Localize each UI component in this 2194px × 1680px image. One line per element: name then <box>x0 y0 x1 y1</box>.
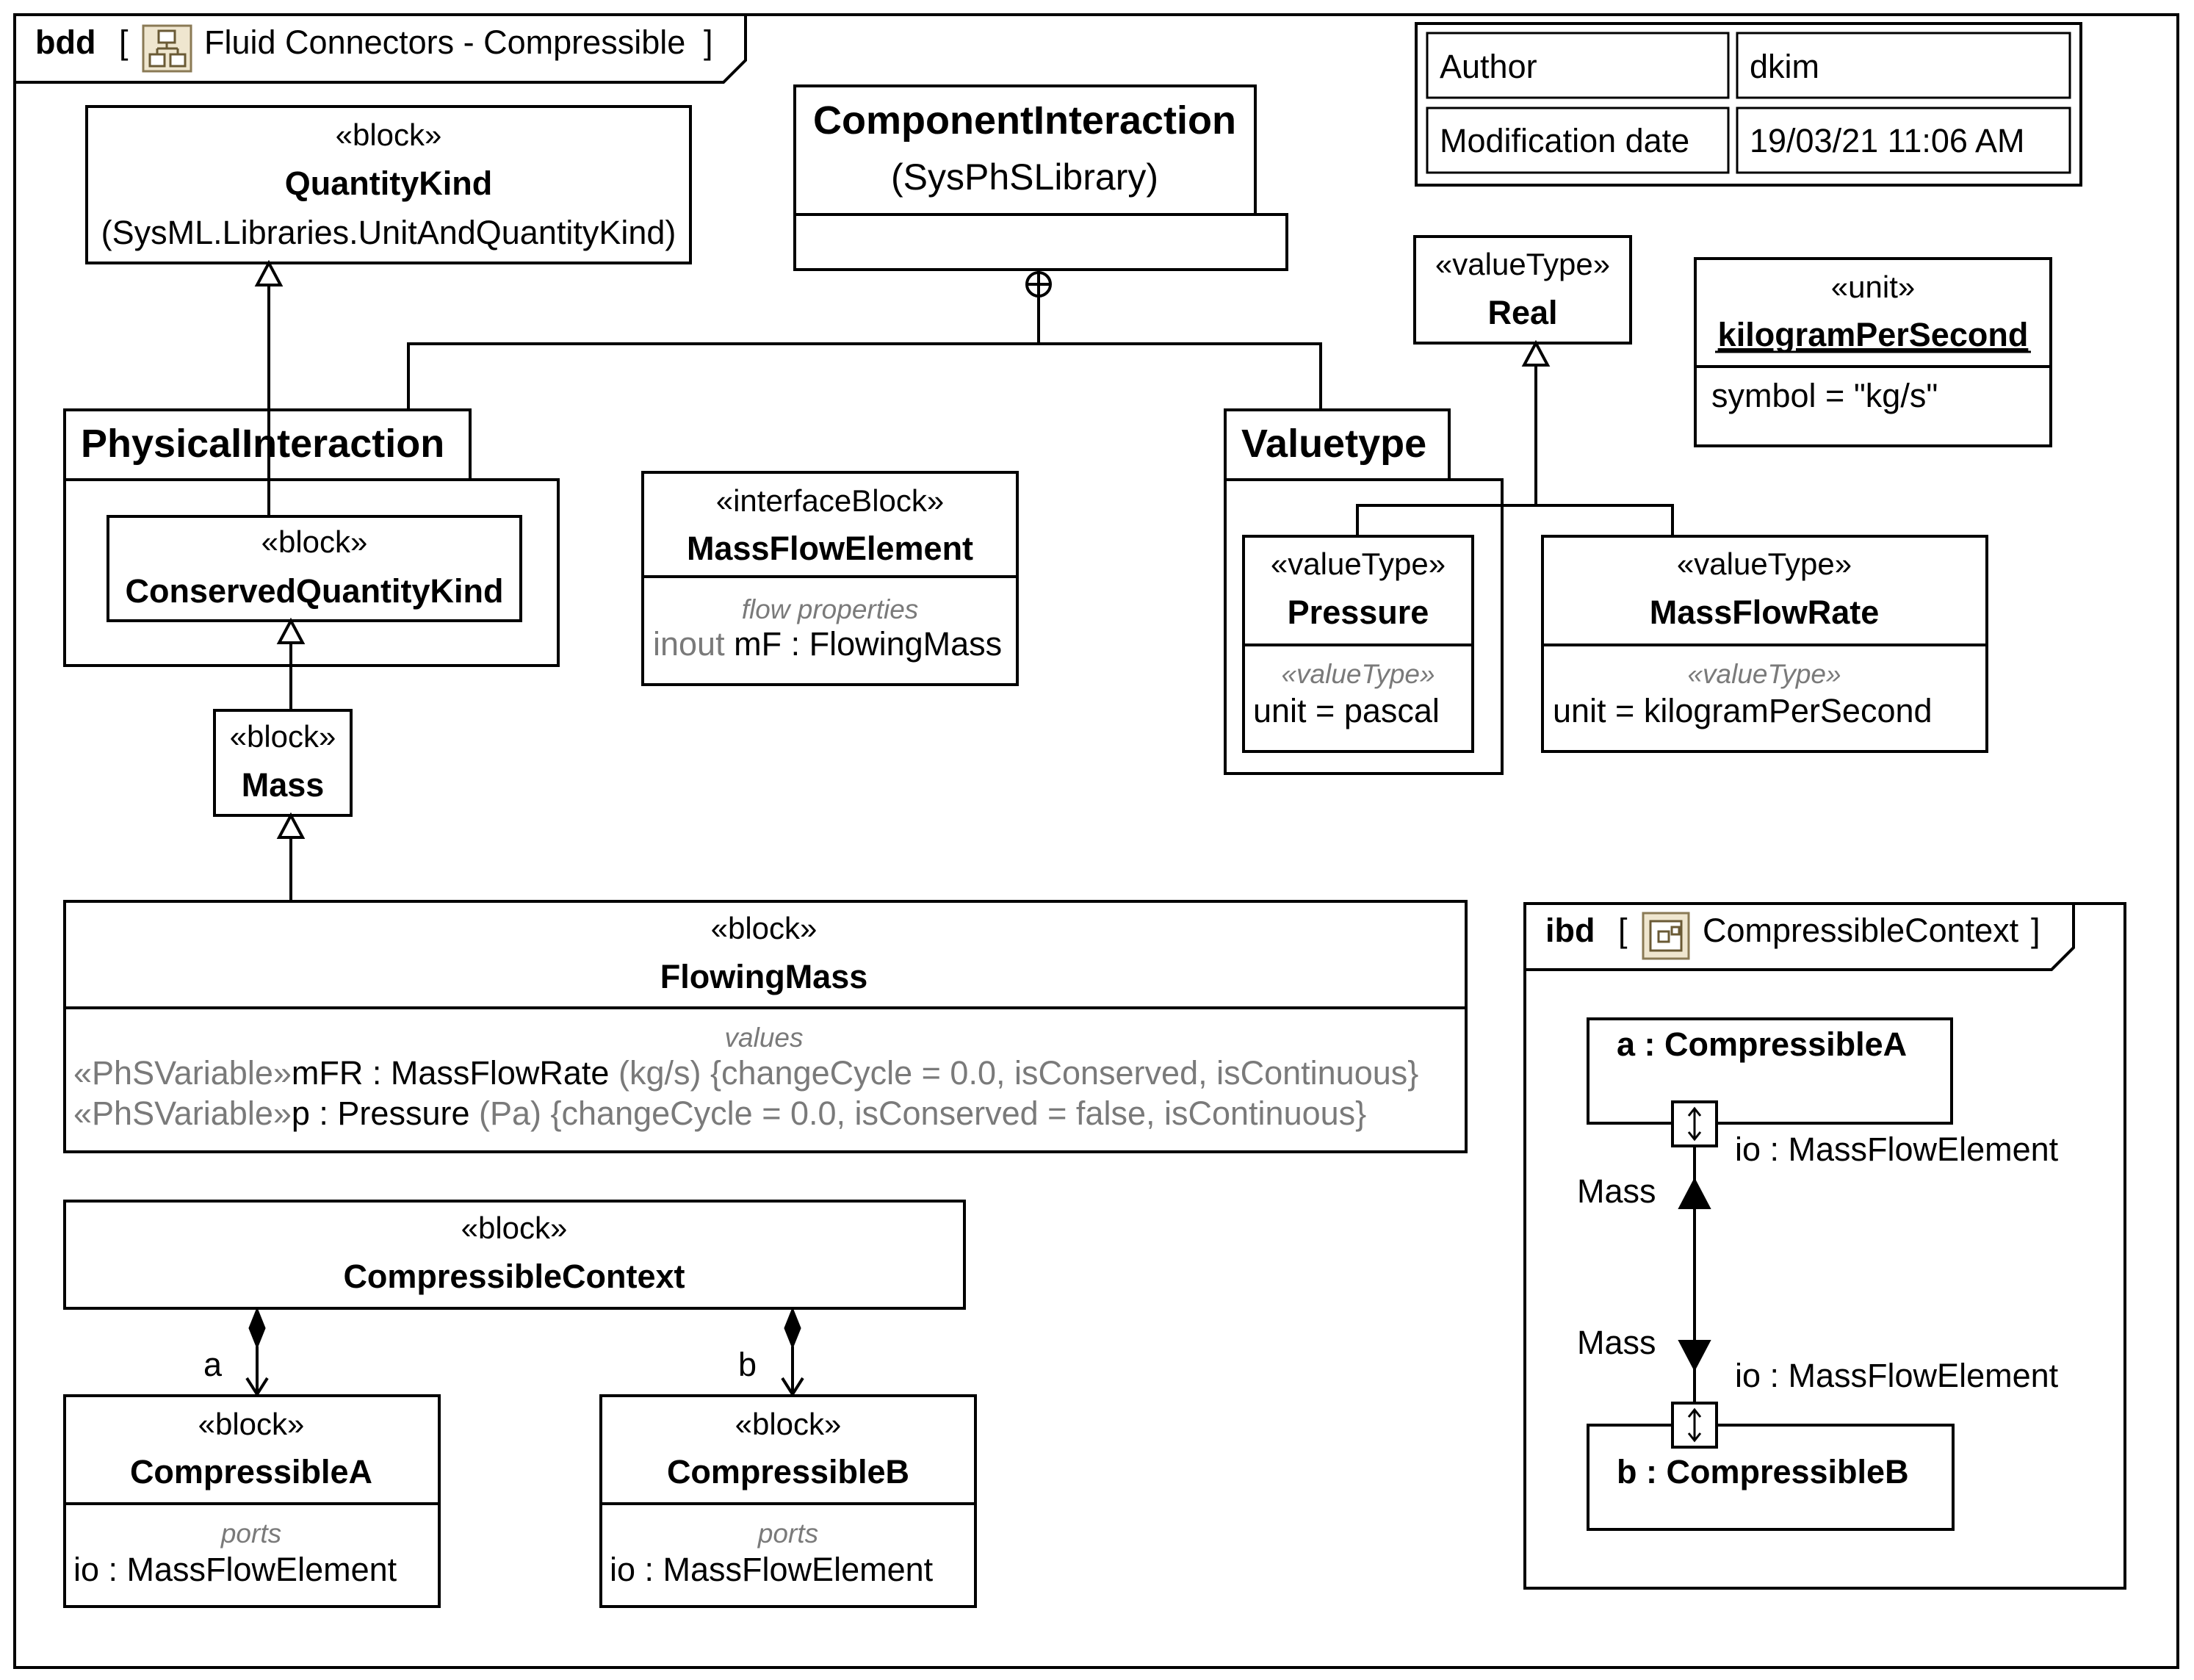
block-mass[interactable]: «block» Mass <box>213 709 353 817</box>
block-name: Pressure <box>1288 594 1429 631</box>
block-flowing-mass[interactable]: «block» FlowingMass values «PhSVariable»… <box>63 900 1468 1153</box>
unit-attribute: symbol = "kg/s" <box>1711 377 1938 414</box>
value-type-pressure[interactable]: «valueType» Pressure «valueType» unit = … <box>1242 535 1474 753</box>
bdd-bracket-open: [ <box>119 24 129 61</box>
generalization-arrow <box>276 617 306 710</box>
generalization-arrow <box>276 812 306 901</box>
stereotype: «unit» <box>1831 270 1915 304</box>
package-component-interaction[interactable]: ComponentInteraction (SysPhSLibrary) <box>793 84 1288 271</box>
connector-end-label-b: Mass <box>1577 1324 1656 1361</box>
composition-association-a: a <box>203 1306 269 1397</box>
stereotype: «block» <box>336 118 442 152</box>
ibd-bracket-close: ] <box>2031 912 2040 949</box>
port-a[interactable] <box>1671 1100 1718 1147</box>
package-diagram-icon <box>142 24 192 73</box>
interface-block-mass-flow-element[interactable]: «interfaceBlock» MassFlowElement flow pr… <box>641 471 1019 686</box>
direction: inout <box>653 625 725 663</box>
value-type-mass-flow-rate[interactable]: «valueType» MassFlowRate «valueType» uni… <box>1541 535 1988 753</box>
prop-name: mF <box>734 625 782 663</box>
block-name: CompressibleA <box>130 1453 372 1490</box>
connector-end-label-a: Mass <box>1577 1172 1656 1210</box>
composition-association-b: b <box>738 1306 804 1397</box>
role-label-b: b <box>738 1346 757 1383</box>
block-name: Mass <box>242 766 325 804</box>
block-quantity-kind[interactable]: «block» QuantityKind (SysML.Libraries.Un… <box>85 105 692 264</box>
part-b[interactable] <box>1587 1424 1955 1531</box>
block-owner: (SysML.Libraries.UnitAndQuantityKind) <box>101 214 676 251</box>
ibd-bracket-open: [ <box>1618 912 1628 949</box>
connector-end-arrow <box>1678 1177 1711 1209</box>
part-a[interactable] <box>1587 1017 1953 1125</box>
role-label-a: a <box>203 1346 223 1383</box>
stereotype: «valueType» <box>1271 547 1446 581</box>
package-name: PhysicalInteraction <box>81 422 444 466</box>
section-label: «valueType» <box>1687 659 1841 689</box>
bdd-bracket-close: ] <box>704 24 713 61</box>
ibd-kind-label: ibd <box>1545 912 1595 949</box>
connector-end-arrow <box>1678 1340 1711 1372</box>
value-property: «PhSVariable»mFR : MassFlowRate (kg/s) {… <box>73 1054 1418 1092</box>
bdd-frame-tab <box>15 15 747 84</box>
block-compressible-a[interactable]: «block» CompressibleA ports io : MassFlo… <box>63 1394 441 1608</box>
port-entry: io : MassFlowElement <box>610 1551 934 1588</box>
containment-connector <box>407 270 1322 410</box>
section-label: ports <box>220 1518 281 1549</box>
unit-kilogram-per-second[interactable]: «unit» kilogramPerSecond symbol = "kg/s" <box>1694 257 2052 447</box>
ibd-frame[interactable]: ibd [ CompressibleContext ] a : Compress… <box>1523 902 2126 1590</box>
block-name: QuantityKind <box>285 165 492 202</box>
port-entry: io : MassFlowElement <box>73 1551 397 1588</box>
section-label: «valueType» <box>1281 659 1435 689</box>
port-a-label: io : MassFlowElement <box>1735 1131 2059 1168</box>
part-a-label: a : CompressibleA <box>1617 1025 1907 1063</box>
flow-property: inout mF : FlowingMass <box>653 625 1002 663</box>
ibd-name: CompressibleContext <box>1703 912 2019 949</box>
generalization-arrow <box>254 259 284 516</box>
section-label: ports <box>757 1518 818 1549</box>
stereotype: «valueType» <box>1435 247 1610 281</box>
block-name: CompressibleContext <box>343 1258 685 1295</box>
value-type-real[interactable]: «valueType» Real <box>1413 235 1632 345</box>
internal-block-diagram-icon <box>1642 912 1690 960</box>
metadata-table: Author dkim Modification date 19/03/21 1… <box>1415 22 2082 187</box>
package-owner: (SysPhSLibrary) <box>891 156 1158 198</box>
stereotype: «block» <box>735 1407 842 1441</box>
value-attribute: unit = kilogramPerSecond <box>1553 692 1933 729</box>
block-name: MassFlowElement <box>687 530 973 567</box>
prop-type: : FlowingMass <box>782 625 1002 663</box>
stereotype: «interfaceBlock» <box>716 483 945 518</box>
block-name: Real <box>1487 294 1557 331</box>
block-name: kilogramPerSecond <box>1718 316 2029 353</box>
modification-date-label: Modification date <box>1440 122 1689 159</box>
section-label: flow properties <box>742 594 919 624</box>
bdd-name: Fluid Connectors - Compressible <box>204 24 685 61</box>
author-value: dkim <box>1750 48 1819 85</box>
block-compressible-context[interactable]: «block» CompressibleContext <box>63 1200 966 1310</box>
block-name: FlowingMass <box>660 958 868 995</box>
stereotype: «block» <box>261 524 368 559</box>
stereotype: «valueType» <box>1677 547 1852 581</box>
stereotype: «block» <box>198 1407 305 1441</box>
port-b-label: io : MassFlowElement <box>1735 1357 2059 1394</box>
generalization-arrow <box>1356 339 1674 536</box>
bdd-kind-label: bdd <box>35 24 95 61</box>
stereotype: «block» <box>230 719 336 754</box>
author-label: Author <box>1440 48 1537 85</box>
part-b-label: b : CompressibleB <box>1617 1453 1909 1490</box>
modification-date-value: 19/03/21 11:06 AM <box>1750 122 2024 159</box>
package-name: ComponentInteraction <box>813 98 1236 143</box>
stereotype: «block» <box>461 1211 568 1245</box>
block-name: ConservedQuantityKind <box>125 572 503 610</box>
stereotype: «block» <box>711 911 818 945</box>
block-name: CompressibleB <box>667 1453 909 1490</box>
package-name: Valuetype <box>1241 422 1426 466</box>
section-label: values <box>725 1023 804 1053</box>
block-conserved-quantity-kind[interactable]: «block» ConservedQuantityKind <box>107 515 522 622</box>
block-compressible-b[interactable]: «block» CompressibleB ports io : MassFlo… <box>599 1394 977 1608</box>
block-name: MassFlowRate <box>1650 594 1880 631</box>
value-property: «PhSVariable»p : Pressure (Pa) {changeCy… <box>73 1095 1366 1132</box>
bdd-frame <box>13 13 2179 1669</box>
value-attribute: unit = pascal <box>1253 692 1440 729</box>
port-b[interactable] <box>1671 1402 1718 1449</box>
